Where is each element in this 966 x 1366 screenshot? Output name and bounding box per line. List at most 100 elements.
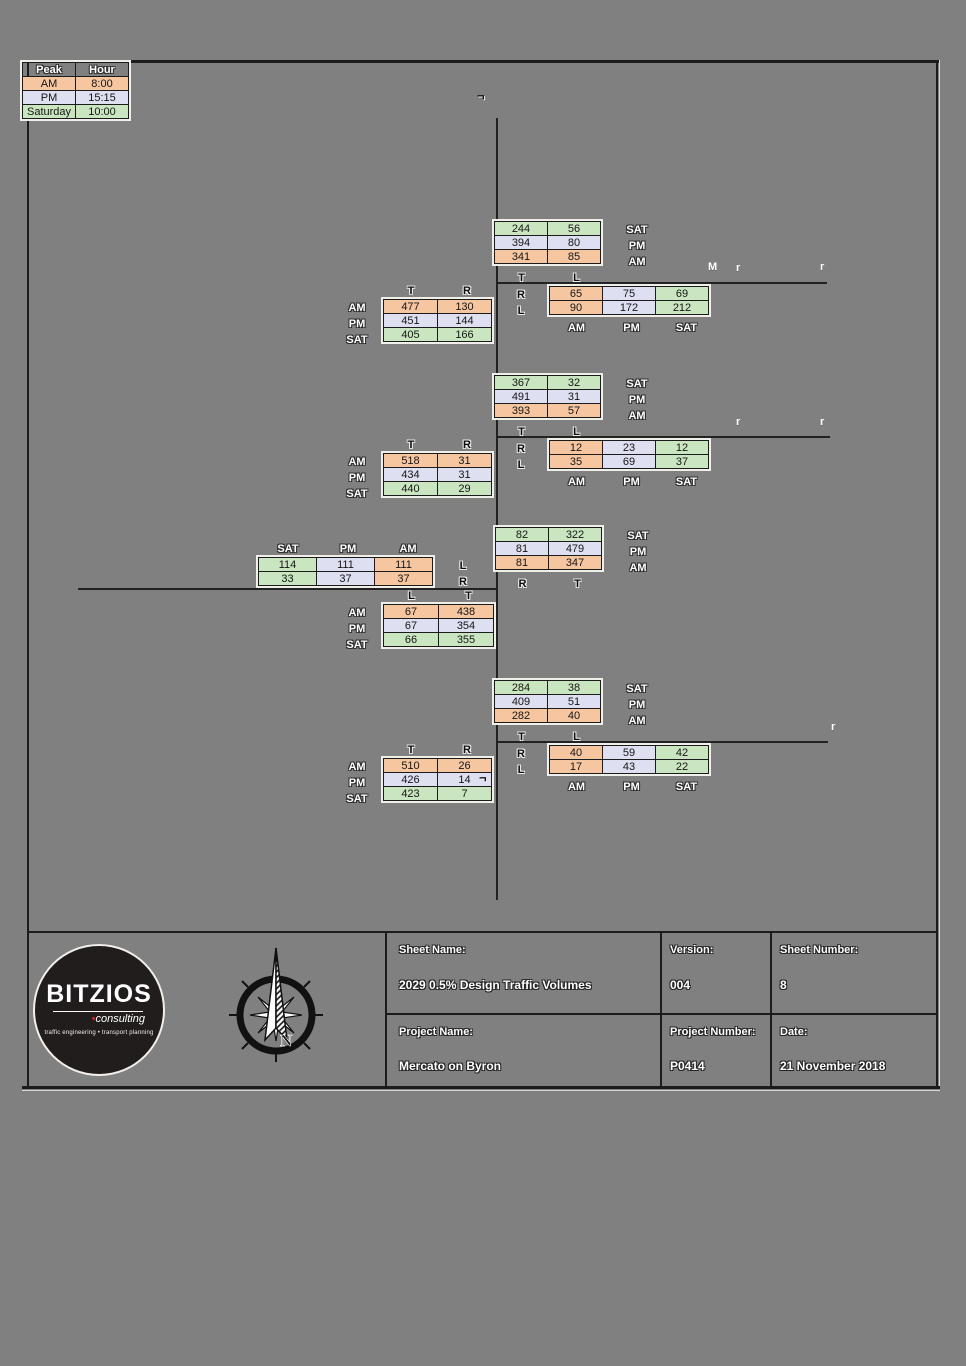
- logo-tagline: traffic engineering • transport planning: [44, 1030, 154, 1036]
- volume-cell: 31: [547, 389, 601, 404]
- period-label: SAT: [346, 793, 368, 805]
- svg-text:N: N: [280, 1031, 293, 1050]
- volume-cell: 394: [494, 235, 548, 250]
- movement-letter-label: T: [407, 285, 415, 297]
- peak-pm-label: PM: [22, 90, 76, 105]
- volume-cell: 32: [547, 375, 601, 390]
- period-label: PM: [348, 472, 366, 484]
- period-label: PM: [629, 546, 647, 558]
- volume-cell: 81: [495, 555, 549, 570]
- street-name-fragment: ¬: [479, 770, 487, 785]
- volume-cell: 491: [494, 389, 548, 404]
- movement-letter-label: R: [463, 744, 471, 756]
- project-name-value: Mercato on Byron: [399, 1059, 502, 1073]
- volume-cell: 172: [602, 300, 656, 315]
- peak-saturday-label: Saturday: [22, 104, 76, 119]
- movement-letter-label: R: [518, 578, 527, 590]
- period-label: PM: [339, 543, 357, 555]
- volume-cell: 409: [494, 694, 548, 709]
- volume-cell: 38: [547, 680, 601, 695]
- movement-letter-label: T: [407, 744, 415, 756]
- volume-cell: 144: [437, 313, 492, 328]
- peak-am-label: AM: [22, 76, 76, 91]
- movement-letter-label: L: [517, 459, 525, 471]
- movement-letter-label: T: [518, 731, 525, 743]
- period-label: SAT: [675, 781, 698, 793]
- sheet-name-value: 2029 0.5% Design Traffic Volumes: [399, 978, 592, 992]
- volume-cell: 114: [258, 557, 317, 572]
- frame-bottom: [22, 1086, 940, 1089]
- volume-cell: 31: [437, 467, 492, 482]
- road-line: [78, 588, 497, 590]
- logo-consulting-text: •consulting: [91, 1013, 145, 1025]
- period-label: PM: [348, 318, 366, 330]
- movement-letter-label: R: [517, 748, 525, 760]
- period-label: AM: [348, 456, 366, 468]
- volume-cell: 66: [383, 632, 439, 647]
- volume-cell: 438: [438, 604, 494, 619]
- volume-cell: 244: [494, 221, 548, 236]
- hour-header: Hour: [75, 62, 129, 77]
- period-label: SAT: [346, 488, 368, 500]
- frame-top: [22, 60, 940, 63]
- movement-letter-label: T: [518, 272, 525, 284]
- volume-cell: 43: [602, 759, 656, 774]
- version-value: 004: [670, 978, 691, 992]
- street-name-fragment: r: [831, 721, 836, 733]
- north-compass-icon: N: [229, 947, 323, 1062]
- peak-pm-hour: 15:15: [75, 90, 129, 105]
- volume-cell: 518: [383, 453, 438, 468]
- frame-right: [936, 60, 938, 1089]
- period-label: SAT: [675, 322, 698, 334]
- titleblock-divider-3: [770, 931, 772, 1086]
- volume-cell: 282: [494, 708, 548, 723]
- period-label: AM: [567, 781, 586, 793]
- period-label: AM: [348, 302, 366, 314]
- volume-cell: 355: [438, 632, 494, 647]
- volume-cell: 367: [494, 375, 548, 390]
- volume-cell: 111: [374, 557, 433, 572]
- period-label: SAT: [346, 639, 368, 651]
- volume-cell: 166: [437, 327, 492, 342]
- logo-red-dot-icon: •: [91, 1013, 96, 1025]
- volume-cell: 440: [383, 481, 438, 496]
- volume-cell: 451: [383, 313, 438, 328]
- volume-cell: 12: [655, 440, 709, 455]
- movement-letter-label: L: [573, 272, 580, 284]
- movement-letter-label: R: [517, 443, 525, 455]
- volume-cell: 82: [495, 527, 549, 542]
- street-name-fragment: r: [820, 416, 825, 428]
- volume-cell: 31: [437, 453, 492, 468]
- volume-cell: 212: [655, 300, 709, 315]
- peak-hour-table: Peak Hour AM 8:00 PM 15:15 Saturday 10:0…: [20, 60, 131, 121]
- volume-cell: 67: [383, 604, 439, 619]
- volume-cell: 477: [383, 299, 438, 314]
- volume-cell: 69: [602, 454, 656, 469]
- volume-cell: 426: [383, 772, 438, 787]
- period-label: SAT: [675, 476, 698, 488]
- volume-cell: 347: [548, 555, 602, 570]
- logo-underline: [53, 1011, 143, 1012]
- movement-letter-label: L: [573, 731, 580, 743]
- volume-cell: 22: [655, 759, 709, 774]
- period-label: PM: [623, 476, 640, 488]
- project-name-label: Project Name:: [399, 1026, 473, 1038]
- volume-cell: 90: [549, 300, 603, 315]
- movement-letter-label: L: [517, 764, 525, 776]
- volume-cell: 33: [258, 571, 317, 586]
- project-number-label: Project Number:: [670, 1026, 756, 1038]
- period-label: AM: [348, 607, 366, 619]
- volume-cell: 42: [655, 745, 709, 760]
- volume-cell: 12: [549, 440, 603, 455]
- volume-cell: 354: [438, 618, 494, 633]
- volume-cell: 57: [547, 403, 601, 418]
- period-label: PM: [628, 699, 646, 711]
- volume-cell: 85: [547, 249, 601, 264]
